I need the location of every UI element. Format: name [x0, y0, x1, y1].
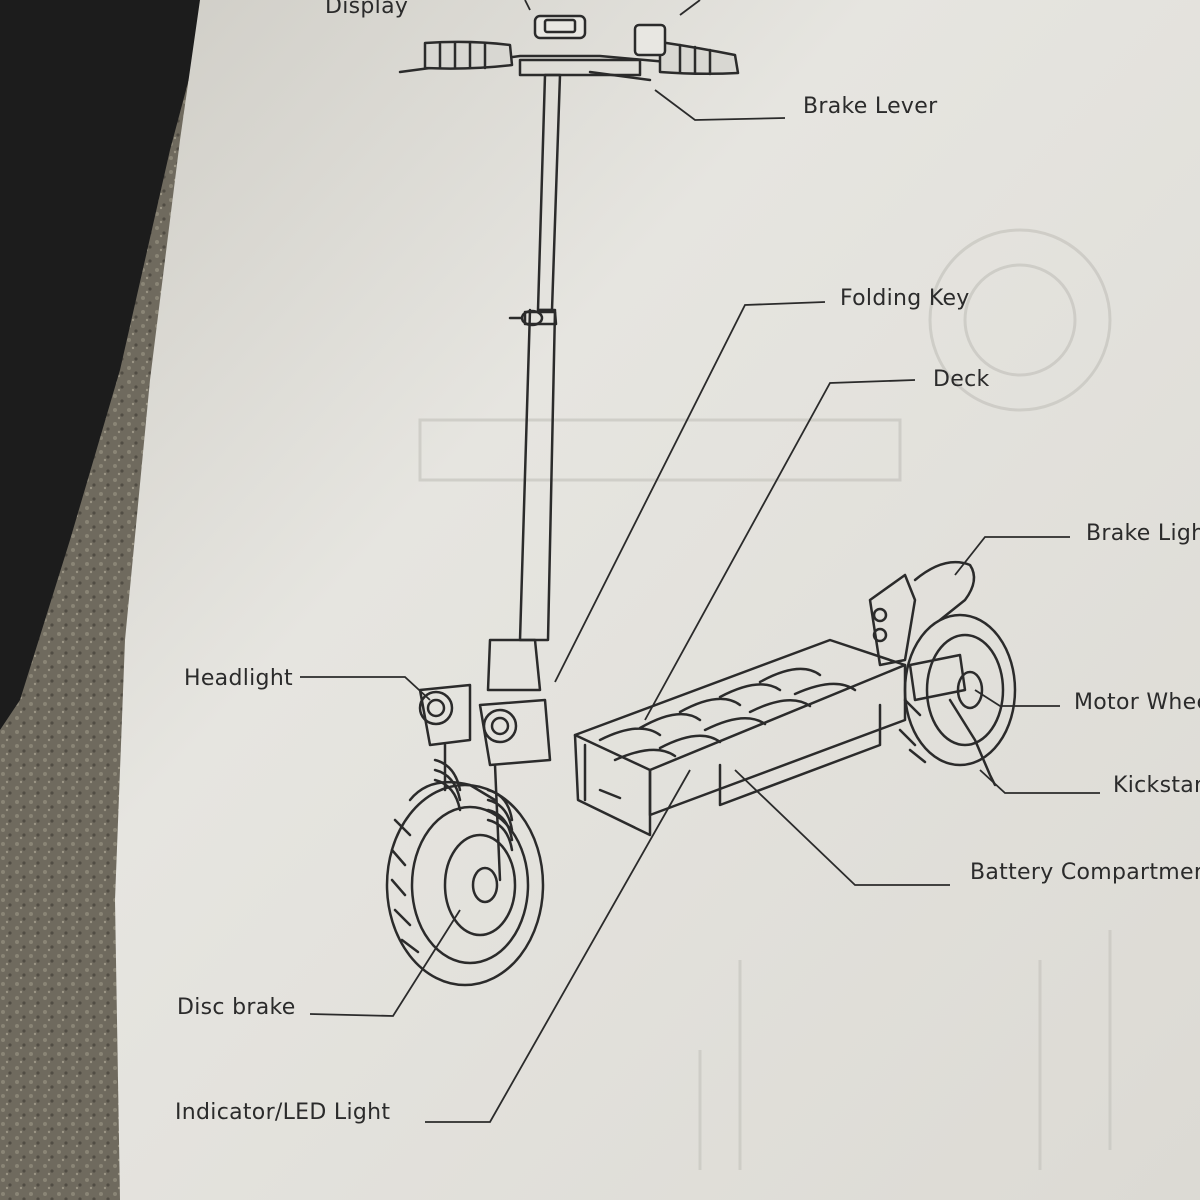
label-kickstand: Kickstand: [1113, 773, 1200, 798]
headlight-lamp: [418, 690, 454, 726]
label-brake-lever: Brake Lever: [803, 94, 938, 119]
front-wheel: [385, 783, 545, 987]
label-headlight: Headlight: [184, 666, 293, 691]
handlebar: [398, 40, 740, 82]
label-display: Display: [325, 0, 409, 19]
rear-wheel: [903, 613, 1017, 767]
dark-object: [0, 0, 210, 730]
label-deck: Deck: [933, 367, 990, 392]
label-folding-key: Folding Key: [840, 286, 970, 311]
label-brake-light: Brake Light: [1086, 521, 1200, 546]
bleed-through: [418, 228, 1112, 1170]
label-indicator-led-light: Indicator/LED Light: [175, 1100, 391, 1125]
label-battery-compartment: Battery Compartment: [970, 860, 1200, 885]
scooter-illustration: [385, 14, 1017, 987]
kickstand: [948, 698, 997, 787]
label-disc-brake: Disc brake: [177, 995, 296, 1020]
manual-page: [115, 0, 1200, 1200]
leader-lines: [300, 0, 1100, 1123]
battery-compartment: [573, 733, 652, 837]
label-motor-wheel: Motor Wheel: [1074, 690, 1200, 715]
